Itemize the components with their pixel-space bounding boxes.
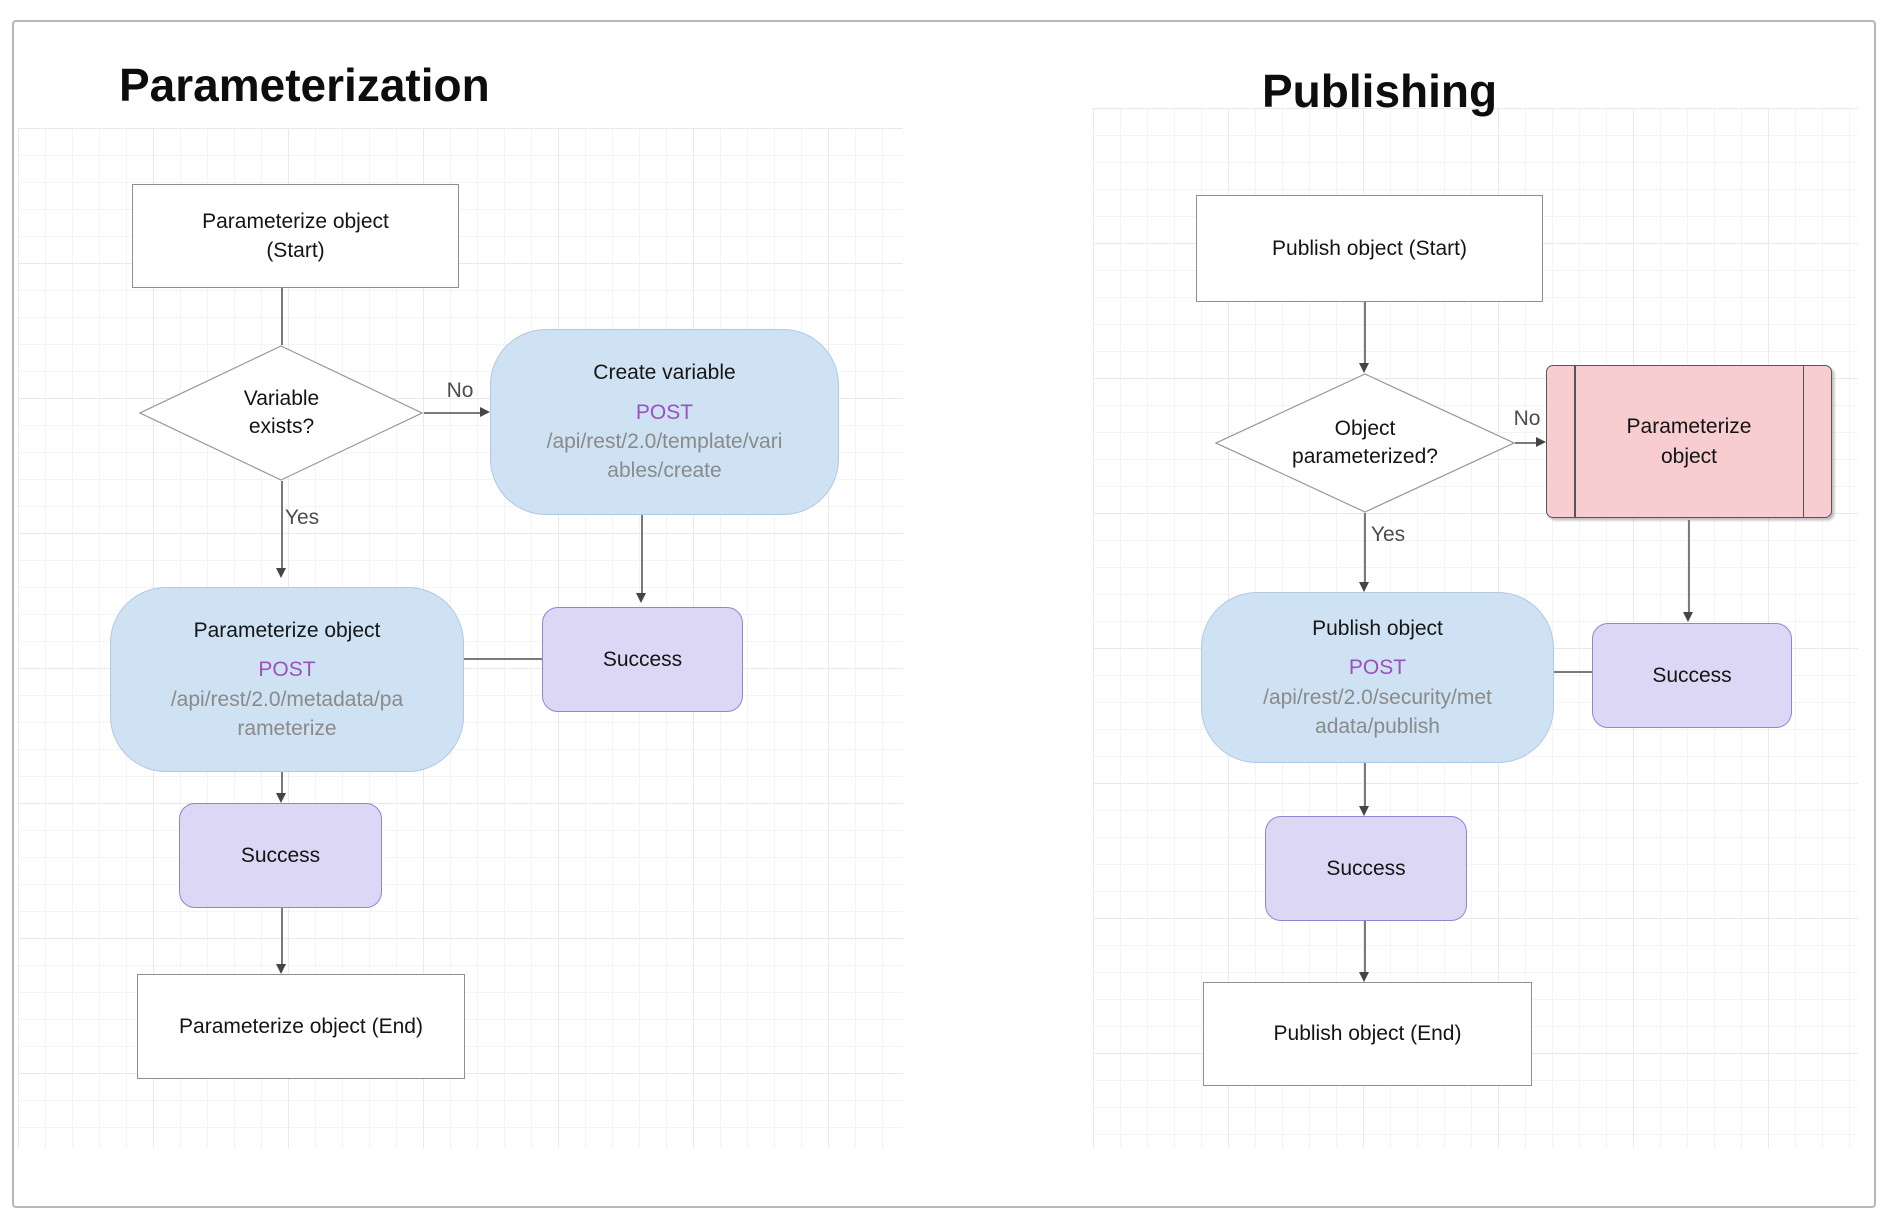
right-edge-label-yes: Yes bbox=[1370, 523, 1406, 546]
left-arrowhead-end bbox=[276, 964, 286, 974]
left-success-after-create: Success bbox=[542, 607, 743, 712]
left-chart-title: Parameterization bbox=[119, 59, 490, 111]
right-edge-success-to-end bbox=[1364, 921, 1366, 973]
right-parameterize-ref-label: Parameterize object bbox=[1626, 415, 1752, 468]
left-create-variable-path: /api/rest/2.0/template/vari ables/create bbox=[546, 430, 783, 483]
left-arrowhead-yes bbox=[276, 568, 286, 578]
right-publish-title: Publish object bbox=[1312, 616, 1443, 640]
right-arrowhead-no bbox=[1536, 437, 1546, 447]
right-end-node: Publish object (End) bbox=[1203, 982, 1532, 1086]
right-publish-node: Publish object POST /api/rest/2.0/securi… bbox=[1201, 592, 1554, 763]
right-edge-label-no: No bbox=[1513, 407, 1541, 430]
right-decision-label: Object parameterized? bbox=[1292, 416, 1438, 468]
left-arrowhead-no bbox=[480, 407, 490, 417]
right-arrowhead-pink-success bbox=[1683, 612, 1693, 622]
right-arrowhead-decision bbox=[1359, 363, 1369, 373]
right-edge-start-to-decision bbox=[1364, 302, 1366, 364]
left-parameterize-path: /api/rest/2.0/metadata/pa rameterize bbox=[170, 687, 404, 740]
right-success-after-parameterize: Success bbox=[1592, 623, 1792, 728]
right-parameterize-ref-node: Parameterize object bbox=[1546, 365, 1832, 518]
right-edge-decision-to-parameterize bbox=[1515, 442, 1537, 444]
left-edge-parameterize-to-success bbox=[281, 772, 283, 795]
left-edge-create-to-success bbox=[641, 515, 643, 594]
right-publish-method: POST bbox=[1348, 656, 1407, 680]
left-create-variable-title: Create variable bbox=[593, 361, 736, 385]
right-edge-publish-to-success bbox=[1364, 763, 1366, 808]
right-chart-title: Publishing bbox=[1262, 65, 1498, 117]
left-decision-label: Variable exists? bbox=[243, 386, 320, 438]
right-arrowhead-end bbox=[1359, 972, 1369, 982]
left-edge-label-no: No bbox=[446, 379, 474, 402]
left-arrowhead-create-success bbox=[636, 593, 646, 603]
left-edge-parameterize-to-success-right bbox=[464, 658, 542, 660]
predefined-process-bar-right bbox=[1802, 366, 1804, 517]
right-edge-parameterize-to-success bbox=[1688, 520, 1690, 614]
left-create-variable-node: Create variable POST /api/rest/2.0/templ… bbox=[490, 329, 839, 515]
right-success-after-publish: Success bbox=[1265, 816, 1467, 921]
left-create-variable-method: POST bbox=[635, 400, 694, 424]
right-edge-decision-to-publish bbox=[1364, 513, 1366, 584]
left-edge-success-to-end bbox=[281, 908, 283, 965]
left-parameterize-method: POST bbox=[258, 658, 316, 682]
right-start-node: Publish object (Start) bbox=[1196, 195, 1543, 302]
right-arrowhead-publish-success bbox=[1359, 806, 1369, 816]
right-decision-diamond bbox=[1215, 373, 1515, 513]
left-arrowhead-param-success bbox=[276, 793, 286, 803]
left-edge-decision-to-parameterize bbox=[281, 481, 283, 569]
left-success-after-parameterize: Success bbox=[179, 803, 382, 908]
left-edge-start-to-decision bbox=[281, 288, 283, 345]
left-parameterize-node: Parameterize object POST /api/rest/2.0/m… bbox=[110, 587, 464, 772]
right-arrowhead-yes bbox=[1359, 582, 1369, 592]
outer-frame bbox=[12, 20, 1876, 1208]
left-edge-decision-to-create bbox=[424, 412, 481, 414]
right-edge-publish-to-success-right bbox=[1554, 671, 1592, 673]
left-start-node: Parameterize object (Start) bbox=[132, 184, 459, 288]
right-publish-path: /api/rest/2.0/security/met adata/publish bbox=[1263, 685, 1492, 738]
left-end-node: Parameterize object (End) bbox=[137, 974, 465, 1079]
left-parameterize-title: Parameterize object bbox=[193, 618, 381, 642]
left-edge-label-yes: Yes bbox=[284, 506, 320, 529]
predefined-process-bar-left bbox=[1574, 366, 1576, 517]
left-decision-diamond bbox=[139, 345, 423, 481]
